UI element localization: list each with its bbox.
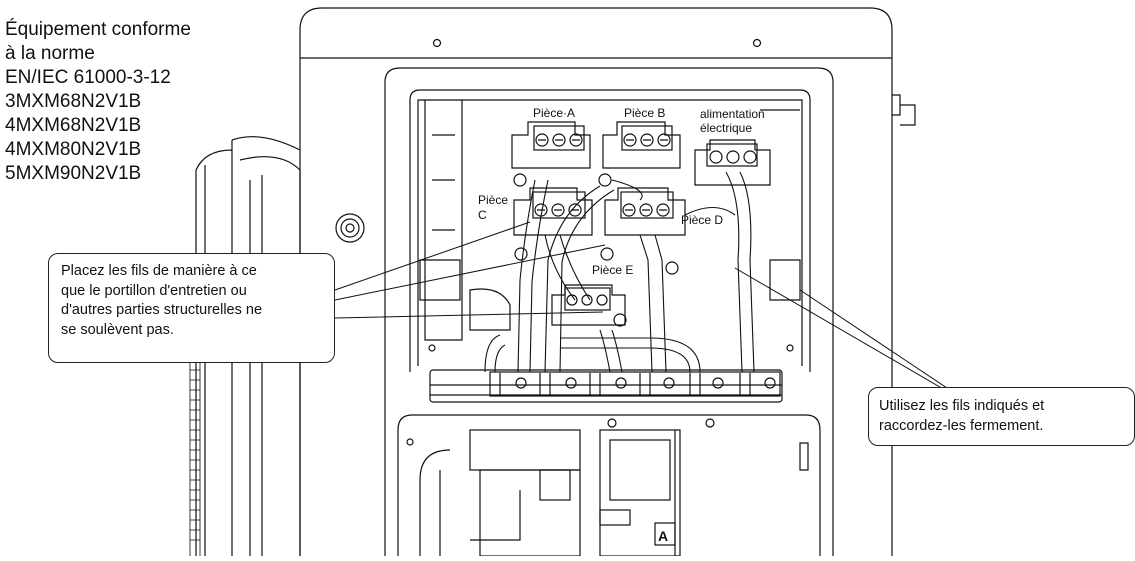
room-d-label: Pièce D — [681, 213, 723, 227]
callout-line: Utilisez les fils indiqués et — [879, 398, 1045, 414]
terminal-block-c — [513, 187, 593, 236]
lower-components — [406, 418, 809, 557]
conformity-line: à la norme — [5, 43, 95, 64]
callout-line: se soulèvent pas. — [61, 321, 174, 338]
terminal-block-b — [602, 121, 681, 169]
conformity-notice: Équipement conforme à la norme EN/IEC 61… — [5, 18, 191, 186]
callout-line: Placez les fils de manière à ce — [61, 263, 257, 279]
room-a-label: Pièce·A — [533, 106, 575, 120]
model-line: 4MXM80N2V1B — [5, 139, 142, 160]
model-line: 4MXM68N2V1B — [5, 115, 142, 136]
callout-wire-connection: Utilisez les fils indiqués et raccordez-… — [868, 387, 1135, 446]
callout-line: raccordez-les fermement. — [879, 417, 1044, 434]
terminal-block-power — [694, 139, 771, 186]
callout-line: d'autres parties structurelles ne — [61, 302, 263, 318]
conformity-line: Équipement conforme — [5, 19, 191, 40]
power-label-line2: électrique — [700, 121, 752, 135]
inner-panel — [384, 67, 834, 556]
callout-line: que le portillon d'entretien ou — [61, 282, 247, 299]
room-c-label-line2: C — [478, 208, 487, 222]
power-label-line1: alimentation — [700, 107, 765, 121]
model-line: 5MXM90N2V1B — [5, 163, 142, 184]
room-b-label: Pièce B — [624, 106, 665, 120]
room-c-label-line1: Pièce — [478, 193, 508, 207]
terminal-block-a — [511, 121, 591, 169]
model-line: 3MXM68N2V1B — [5, 91, 142, 112]
terminal-block-d — [604, 187, 686, 236]
room-e-label: Pièce E — [592, 263, 633, 277]
marker-a-label: A — [658, 528, 668, 544]
cables — [484, 171, 755, 373]
outer-casing — [299, 7, 893, 556]
callout-wire-placement: Placez les fils de manière à ce que le p… — [48, 253, 335, 363]
standard-line: EN/IEC 61000-3-12 — [5, 67, 171, 88]
ground-bar — [429, 369, 783, 403]
